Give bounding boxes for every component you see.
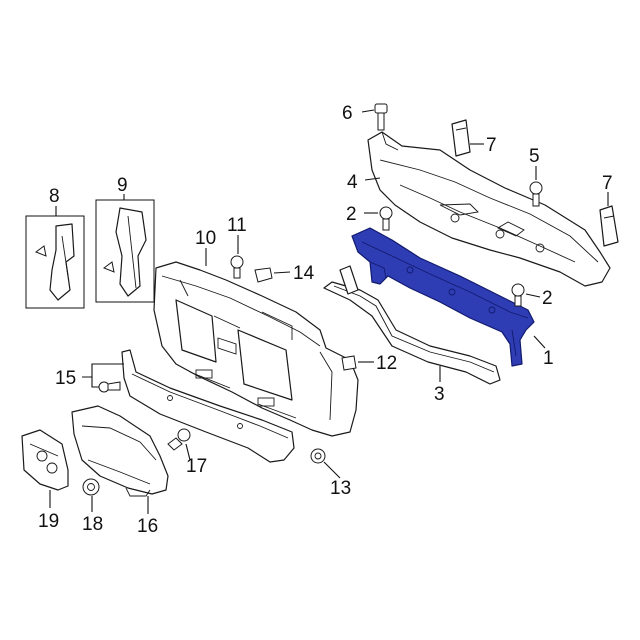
bolt-part-2-lower [511,283,525,307]
bolt-part-11 [230,255,244,279]
callout-7-right: 7 [602,173,613,194]
callout-10: 10 [195,228,216,249]
callout-labels: 1 2 2 3 4 5 6 7 7 8 9 10 11 12 13 14 15 … [38,103,613,537]
nut-part-18 [82,478,100,496]
callout-2-upper: 2 [346,204,357,225]
callout-18: 18 [82,514,103,535]
callout-11: 11 [227,215,247,236]
callout-12: 12 [376,353,397,374]
bolt-part-6 [374,103,388,131]
callout-5: 5 [529,146,540,167]
bolt-part-17 [167,428,191,451]
pad-part-7-right [599,205,619,247]
side-seal-part-9 [95,199,155,303]
callout-16: 16 [137,516,158,537]
callout-4: 4 [347,172,358,193]
nut-part-12 [341,355,357,371]
upper-cover-part-4 [367,131,611,287]
leader-14 [273,271,291,274]
leader-15a [82,363,124,378]
crossmember-part-1-highlighted [351,227,535,367]
bolt-part-13 [310,448,326,464]
callout-1: 1 [543,348,554,369]
bolt-part-5 [529,181,543,207]
callout-13: 13 [330,478,351,499]
leader-15b [91,377,99,388]
callout-3: 3 [434,384,445,405]
leader-13 [323,461,341,479]
leader-17 [185,443,191,461]
radiator-support-part-10 [153,261,359,437]
leader-1 [533,335,546,349]
leader-2b [525,293,541,298]
leader-6 [361,109,375,113]
callout-8: 8 [49,186,60,207]
deflector-part-19 [21,429,69,491]
clip-part-14 [254,267,273,283]
lower-shield-part-16 [71,405,169,497]
pad-part-7-upper [451,119,471,157]
leader-lines [49,109,609,514]
callout-17: 17 [186,456,207,477]
callout-6: 6 [342,103,353,124]
callout-7-upper: 7 [486,135,497,156]
leader-4 [364,177,381,181]
bolt-part-15 [98,381,121,393]
side-seal-part-8 [25,215,85,309]
callout-9: 9 [117,175,128,196]
lower-bracket-part-15 [121,349,295,463]
support-bar-part-3 [323,265,501,385]
callout-15: 15 [55,368,76,389]
callout-14: 14 [293,263,315,284]
callout-2-lower: 2 [542,288,553,309]
callout-19: 19 [38,511,59,532]
bolt-part-2-upper [379,206,393,231]
